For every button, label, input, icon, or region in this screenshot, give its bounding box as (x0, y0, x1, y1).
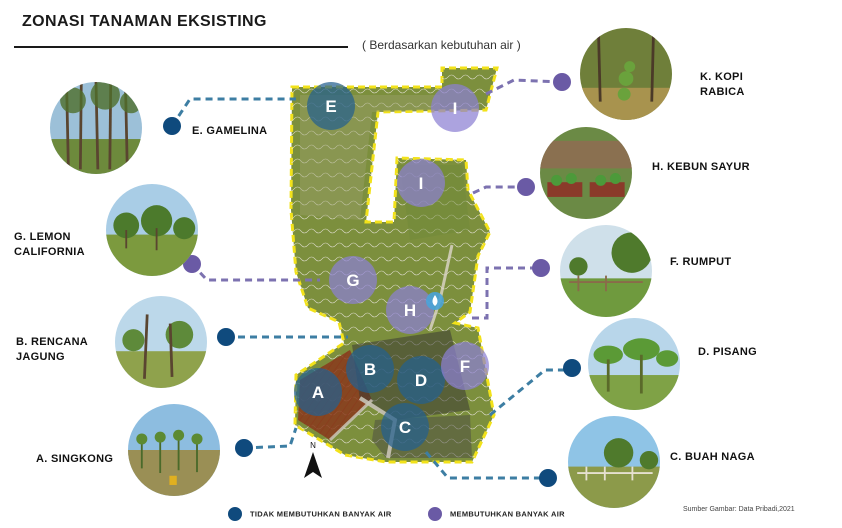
zone-label: I (419, 174, 424, 193)
zone-a-marker (294, 368, 342, 416)
zone-label: F (460, 357, 470, 376)
zone-label: H (404, 301, 416, 320)
zone-g-marker (329, 256, 377, 304)
endpoint-c (539, 469, 557, 487)
label-line: JAGUNG (16, 351, 65, 363)
north-label: N (310, 441, 316, 450)
label-rumput: F. RUMPUT (670, 256, 732, 268)
legend-high-water: MEMBUTUHKAN BANYAK AIR (428, 505, 565, 523)
zone-label: I (453, 99, 458, 118)
connector-e (170, 97, 296, 127)
legend-low-water: TIDAK MEMBUTUHKAN BANYAK AIR (228, 505, 392, 523)
endpoint-e (163, 117, 181, 135)
zone-label: D (415, 371, 427, 390)
zone-label: A (312, 383, 324, 402)
zone-i-marker (397, 159, 445, 207)
connector-a (243, 427, 298, 450)
zone-label: E (325, 97, 336, 116)
photo-kopi-rabica (580, 28, 672, 120)
north-arrow-icon: N (304, 441, 322, 478)
connector-g (190, 262, 320, 282)
legend-text: MEMBUTUHKAN BANYAK AIR (450, 509, 565, 519)
photo-pisang (588, 318, 680, 410)
endpoint-f (532, 259, 550, 277)
label-line: RABICA (700, 86, 745, 98)
label-singkong: A. SINGKONG (36, 453, 114, 465)
zone-f-marker (441, 342, 489, 390)
label-pisang: D. PISANG (698, 346, 757, 358)
label-buah-naga: C. BUAH NAGA (670, 451, 755, 463)
title-underline (14, 46, 348, 48)
legend-swatch (428, 506, 442, 521)
label-lemon-california: G. LEMON CALIFORNIA (14, 230, 85, 260)
connector-c (424, 451, 548, 480)
page-subtitle: ( Berdasarkan kebutuhan air ) (362, 38, 521, 52)
label-line: CALIFORNIA (14, 246, 85, 258)
zone-label: G (346, 271, 359, 290)
connector-k (485, 78, 563, 96)
water-drop-icon (432, 295, 438, 306)
endpoint-d (563, 359, 581, 377)
photo-singkong (128, 404, 220, 496)
label-gamelina: E. GAMELINA (192, 125, 268, 137)
image-source-note: Sumber Gambar: Data Pribadi,2021 (683, 506, 795, 513)
photo-rumput (560, 225, 652, 317)
photo-kebun-sayur (540, 127, 632, 219)
zone-label: B (364, 360, 376, 379)
zone-h-marker (386, 286, 434, 334)
connector-h (472, 185, 526, 195)
path-road (328, 398, 374, 442)
zone-b-marker (346, 345, 394, 393)
photo-lemon-california (106, 184, 198, 276)
endpoint-a (235, 439, 253, 457)
endpoint-k (553, 73, 571, 91)
connector-d (489, 368, 572, 417)
zone-e-marker (307, 82, 355, 130)
label-kebun-sayur: H. KEBUN SAYUR (652, 161, 750, 173)
label-line: B. RENCANA (16, 336, 89, 348)
zone-i-marker (431, 84, 479, 132)
label-line: K. KOPI (700, 71, 744, 83)
connector-endpoints (163, 73, 581, 487)
page-title: ZONASI TANAMAN EKSISTING (22, 13, 267, 30)
legend-text: TIDAK MEMBUTUHKAN BANYAK AIR (250, 509, 392, 519)
label-line: G. LEMON (14, 231, 71, 243)
zone-c-marker (381, 403, 429, 451)
photo-rencana-jagung (115, 296, 207, 388)
zone-d-marker (397, 356, 445, 404)
photo-buah-naga (568, 416, 660, 508)
label-rencana-jagung: B. RENCANA JAGUNG (16, 335, 88, 365)
zone-markers: E I I G H A B D F C (294, 82, 489, 451)
connector-lines (170, 78, 572, 480)
legend-swatch (228, 506, 242, 521)
label-kopi-rabica: K. KOPI RABICA (700, 70, 745, 100)
photo-gamelina (50, 82, 142, 174)
endpoint-h (517, 178, 535, 196)
endpoint-b (217, 328, 235, 346)
endpoint-g (183, 255, 201, 273)
connector-f (472, 266, 541, 320)
zone-label: C (399, 418, 411, 437)
